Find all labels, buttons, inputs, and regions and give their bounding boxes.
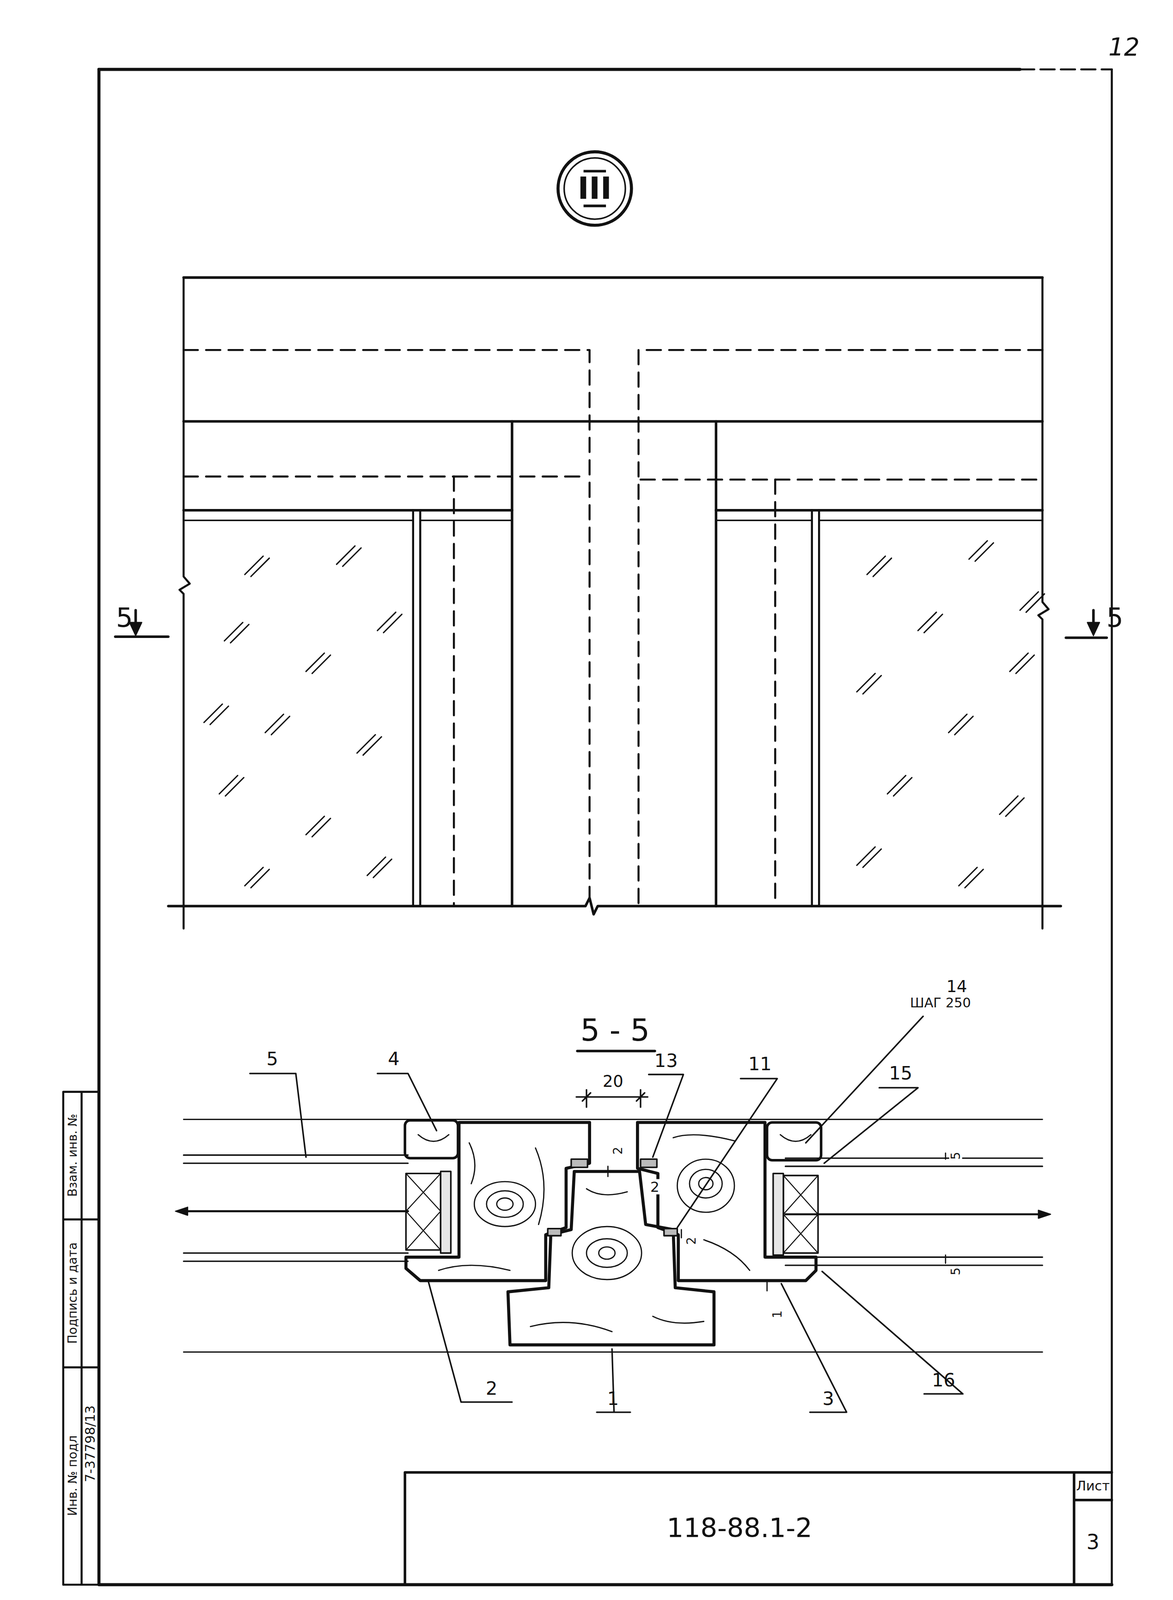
view-mark-circle: III <box>555 149 634 228</box>
callout-number: 2 <box>684 1235 698 1246</box>
callout-number: 2 <box>649 1178 661 1194</box>
stamp-cell: Взам. инв. № <box>63 1091 82 1219</box>
stamp-cell: 118-88.1-2 <box>404 1472 1075 1585</box>
stamp-cell: 3 <box>1074 1499 1112 1584</box>
glass-hatch <box>887 775 912 796</box>
title-block-text: Лист <box>1075 1478 1110 1493</box>
callout-number: 1 <box>770 1308 784 1319</box>
callout-number: 5 <box>266 1049 279 1069</box>
glass-hatch <box>856 846 882 868</box>
stamp-text: 7-37798/13 <box>83 1405 98 1482</box>
callout-number: 2 <box>485 1379 498 1398</box>
glass-hatch <box>336 545 361 567</box>
title-block-text: 118-88.1-2 <box>666 1514 813 1541</box>
view-number: III <box>577 173 612 204</box>
title-block-text: 3 <box>1086 1531 1100 1552</box>
callout-number: 11 <box>748 1054 772 1074</box>
glass-hatch <box>1020 591 1045 612</box>
callout-number: 1 <box>607 1389 619 1408</box>
glass-hatch <box>265 714 290 735</box>
glass-hatch <box>305 816 331 837</box>
glass-hatch <box>356 734 382 755</box>
callout-number: 5 <box>949 1265 963 1276</box>
glass-hatch <box>219 775 244 796</box>
stamp-text: Инв. № подл <box>66 1435 79 1516</box>
glass-hatch <box>305 653 331 674</box>
callout-number: 5 <box>949 1150 963 1161</box>
glass-hatch <box>203 703 229 725</box>
callout-number: 15 <box>888 1063 913 1083</box>
callout-number: 14 <box>946 977 968 995</box>
glass-hatch <box>377 611 403 633</box>
glass-hatch <box>867 555 892 577</box>
stamp-text: Взам. инв. № <box>66 1113 79 1198</box>
glass-hatch <box>948 714 973 735</box>
glass-hatch <box>244 555 270 577</box>
callout-number: 2 <box>611 1145 625 1156</box>
callout-number: 5 <box>116 604 134 632</box>
glass-hatch <box>856 673 882 694</box>
callout-number: 20 <box>602 1073 624 1090</box>
callout-number: 3 <box>822 1389 834 1408</box>
glass-hatch <box>969 540 994 562</box>
glass-hatch <box>1009 653 1035 674</box>
callout-number: 5 <box>1106 604 1124 632</box>
stamp-cell: 7-37798/13 <box>81 1366 100 1520</box>
callout-number: 16 <box>931 1370 956 1390</box>
glass-hatch <box>224 622 250 643</box>
stamp-cell: Лист <box>1074 1472 1112 1500</box>
glass-hatch <box>959 867 984 888</box>
callout-number: ШАГ 250 <box>910 995 972 1010</box>
stamp-text: Подпись и дата <box>66 1242 79 1344</box>
glass-hatch <box>917 611 943 633</box>
callout-number: 13 <box>654 1051 679 1070</box>
stamp-cell: Инв. № подл <box>63 1366 82 1584</box>
stamp-cell: Подпись и дата <box>63 1218 82 1367</box>
glass-hatch <box>999 795 1025 817</box>
callout-number: 4 <box>387 1049 400 1069</box>
glass-hatch <box>367 856 392 878</box>
glass-hatch <box>244 867 270 888</box>
sheet-number: 12 <box>1108 34 1140 60</box>
section-title: 5 - 5 <box>580 1014 650 1046</box>
